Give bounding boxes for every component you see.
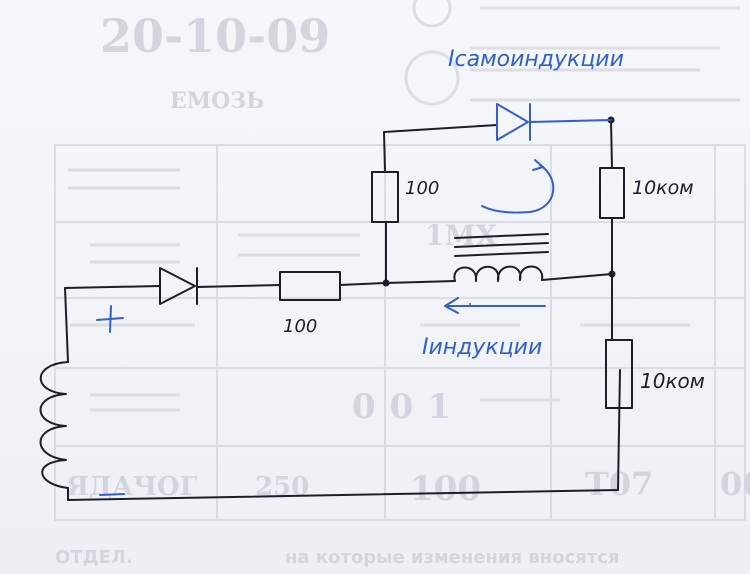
resistor-lower-right <box>605 339 633 409</box>
bleed-cell-7: ЯДАЧОГ <box>66 472 198 502</box>
bleed-table-grid <box>54 144 746 521</box>
plus-vertical <box>109 305 112 333</box>
diode-top <box>496 103 529 141</box>
bleed-date: 20-10-09 <box>100 9 330 63</box>
wire-to-diode <box>64 285 161 289</box>
junction-node-right <box>608 270 616 278</box>
bleed-cell-2: 001 <box>352 387 465 427</box>
current-loop-arrow <box>481 164 555 214</box>
label-resistor-upper-left: 100 <box>405 178 439 199</box>
bleed-through-layer: 20-10-09 ЕМОЗЬ 1MX 001 100 Т07 007 250 Я… <box>54 0 750 568</box>
bleed-bottom-text: ОТДЕЛ. <box>55 547 133 568</box>
wire-left-upper <box>64 287 69 363</box>
inductor-center <box>453 265 544 282</box>
wire-diode-top-right <box>529 119 612 123</box>
label-resistor-lower-right: 10ком <box>640 369 705 393</box>
bleed-bottom-text-2: на которые изменения вносятся <box>285 547 619 568</box>
resistor-mid <box>279 271 341 301</box>
bleed-cell-6: 250 <box>255 472 309 502</box>
wire-bottom <box>67 369 621 501</box>
label-resistor-upper-right: 10ком <box>632 177 694 199</box>
junction-node-left <box>382 279 390 287</box>
resistor-upper-right <box>599 167 625 219</box>
label-resistor-mid: 100 <box>283 316 317 337</box>
bleed-lines <box>68 6 740 412</box>
circuit-wires <box>39 119 633 501</box>
wire-diode-resistor <box>196 284 281 288</box>
wire-coil-right <box>541 273 613 281</box>
bleed-cell-5: 007 <box>720 465 750 503</box>
bleed-cell-3: 100 <box>410 469 481 509</box>
inductor-left <box>39 361 69 489</box>
induction-current-arrowhead <box>444 297 459 314</box>
wire-upper-left-high <box>383 124 498 173</box>
core-line-1 <box>454 251 549 257</box>
core-line-2 <box>454 242 549 248</box>
wire-upper-right-top <box>610 119 613 169</box>
bleed-word-top: ЕМОЗЬ <box>170 88 264 114</box>
minus-sign <box>99 493 125 496</box>
diode-left <box>159 267 196 305</box>
junction-dots <box>382 116 616 287</box>
current-loop-arrowhead <box>532 159 544 171</box>
bleed-circle-icon <box>404 50 460 106</box>
bleed-circle-icon-2 <box>412 0 452 28</box>
wire-to-coil <box>385 280 456 284</box>
label-i-induction: Iиндукции <box>422 335 542 360</box>
core-line-3 <box>454 233 549 239</box>
label-i-self-induction: Iсамоиндукции <box>448 47 624 72</box>
blue-annotations <box>96 103 612 496</box>
wire-resistor-node <box>339 282 387 286</box>
